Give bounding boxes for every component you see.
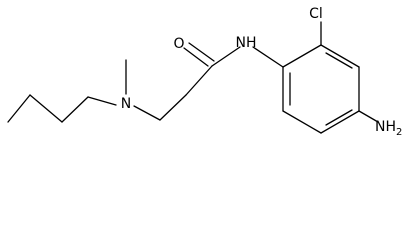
bond-ch2-ch2 <box>159 94 187 121</box>
bond-ring-5 <box>282 110 322 134</box>
amino-subscript: 2 <box>396 127 402 138</box>
bond-nh-ring <box>252 46 284 68</box>
oxygen-label: O <box>173 36 184 52</box>
amine-n-label: N <box>121 96 131 112</box>
bond-n-ch2 <box>133 105 161 121</box>
bond-ring-2 <box>320 44 360 68</box>
bond-ring-inner-2 <box>325 109 353 126</box>
bond-carbonyl-o-a <box>183 47 209 67</box>
bond-ring-1 <box>282 44 322 68</box>
bond-butyl-3 <box>61 96 89 123</box>
bond-ring-4 <box>320 110 360 134</box>
bond-butyl-2 <box>29 94 63 123</box>
bond-ch2-carbonyl <box>185 65 213 96</box>
bond-ring-nh2 <box>358 110 379 123</box>
atom-labels: O NH Cl N NH2 <box>121 6 403 138</box>
chlorine-label: Cl <box>309 6 323 22</box>
amino-label: NH2 <box>375 119 402 138</box>
amino-nh-text: NH <box>375 119 396 135</box>
bond-butyl-to-n <box>87 96 117 106</box>
bond-ring-inner-1 <box>325 52 353 69</box>
bond-carbonyl-o-b <box>188 42 215 62</box>
chemical-structure: O NH Cl N NH2 <box>7 6 403 138</box>
bonds <box>7 21 379 134</box>
bond-carbonyl-nh <box>211 46 241 67</box>
amide-nh-label: NH <box>236 35 257 51</box>
bond-butyl-1 <box>7 94 31 123</box>
